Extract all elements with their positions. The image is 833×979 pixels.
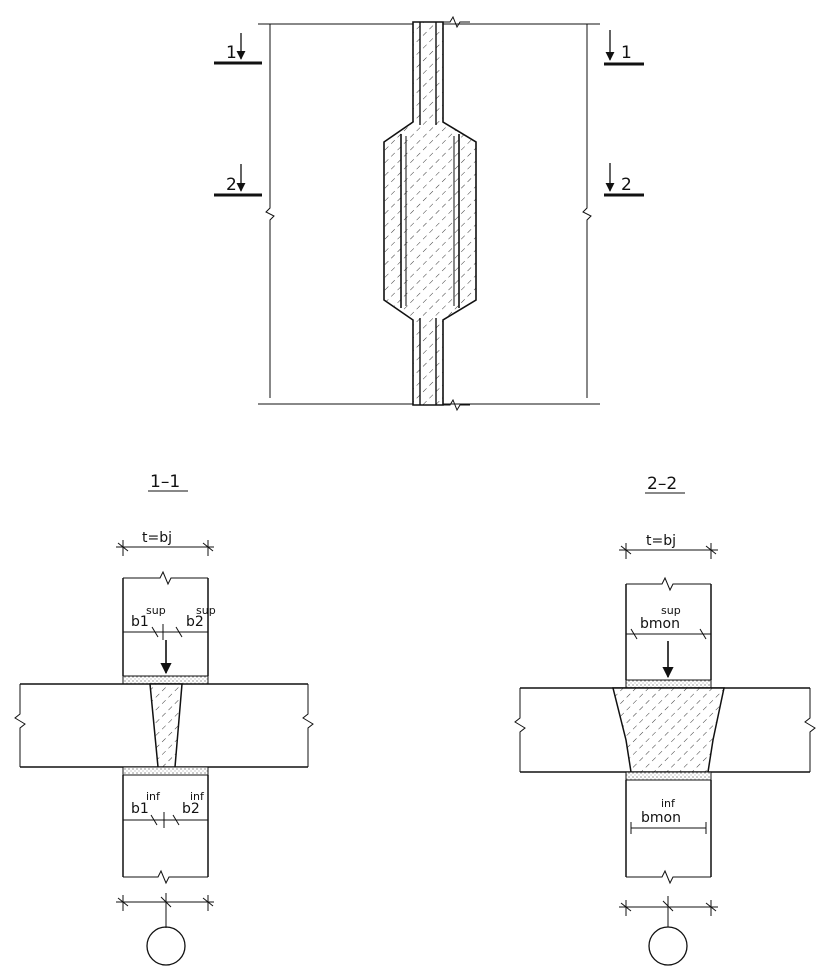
section-title: 2–2 xyxy=(647,474,677,494)
lower-left-label: b1 xyxy=(131,801,149,817)
lower-left-sup: inf xyxy=(146,790,161,803)
lower-dimension-ticks xyxy=(123,812,208,828)
plan-view: 1 2 1 2 xyxy=(214,15,644,412)
upper-label: bmon xyxy=(640,616,680,632)
section-1-1: 1–1 t=bj b1 sup b2 sup xyxy=(14,472,314,966)
section-mark-label: 1 xyxy=(226,43,237,63)
upper-wall-panel xyxy=(122,570,209,676)
section-title: 1–1 xyxy=(150,472,180,492)
mortar-bed-lower xyxy=(122,766,209,776)
upper-left-label: b1 xyxy=(131,614,149,630)
upper-dimension-ticks xyxy=(123,624,208,640)
upper-wall-panel xyxy=(625,576,712,680)
joint-concrete xyxy=(612,687,725,773)
upper-left-sup: sup xyxy=(146,604,166,617)
lower-right-label: b2 xyxy=(182,801,200,817)
section-mark-1-right: 1 xyxy=(604,30,644,66)
lower-label: bmon xyxy=(641,810,681,826)
lower-right-sup: inf xyxy=(190,790,205,803)
joint-concrete xyxy=(149,683,183,768)
section-mark-2-right: 2 xyxy=(604,163,644,197)
mortar-bed-upper xyxy=(122,675,209,685)
lower-wall-panel xyxy=(625,780,712,885)
dimension-label: t=bj xyxy=(142,530,172,546)
plan-joint-strip xyxy=(383,15,477,412)
section-mark-1-left: 1 xyxy=(214,33,262,65)
bottom-dimension xyxy=(619,896,718,927)
section-mark-label: 2 xyxy=(621,175,632,195)
bottom-dimension xyxy=(116,893,214,928)
mortar-bed-upper xyxy=(625,679,712,689)
upper-dimension-ticks xyxy=(626,628,711,640)
section-mark-2-left: 2 xyxy=(214,164,262,197)
dimension-label: t=bj xyxy=(646,533,676,549)
section-mark-label: 1 xyxy=(621,43,632,63)
lower-wall-panel xyxy=(122,775,209,885)
axis-bubble xyxy=(146,926,186,966)
section-mark-label: 2 xyxy=(226,175,237,195)
axis-bubble xyxy=(648,926,688,966)
section-2-2: 2–2 t=bj bmon sup xyxy=(514,474,816,966)
upper-sup: sup xyxy=(661,604,681,617)
dimension-t: t=bj xyxy=(116,530,214,556)
lower-sup: inf xyxy=(661,797,676,810)
upper-right-sup: sup xyxy=(196,604,216,617)
lower-dimension-ticks xyxy=(630,822,707,834)
upper-right-label: b2 xyxy=(186,614,204,630)
dimension-t: t=bj xyxy=(619,533,718,559)
mortar-bed-lower xyxy=(625,771,712,781)
